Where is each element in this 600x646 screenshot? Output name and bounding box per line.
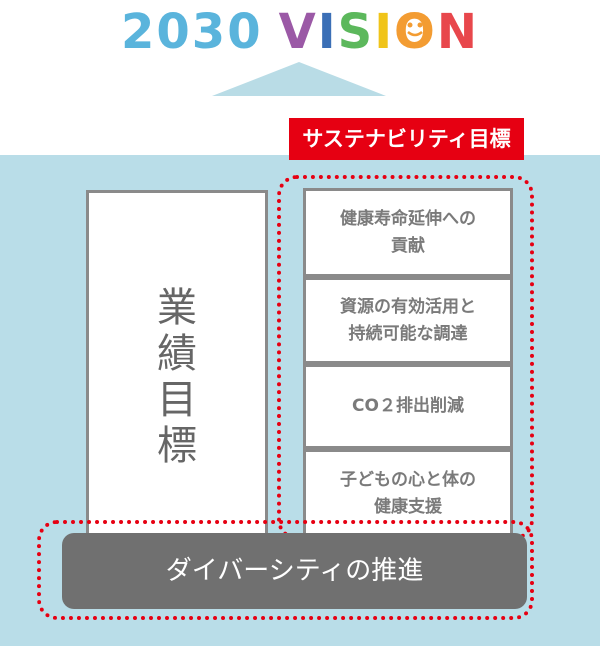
title-char-2: 0 (156, 4, 192, 60)
title-char-n: N (436, 4, 480, 60)
performance-goals-pillar: 業 績 目 標 (86, 190, 268, 560)
title-char-i1: I (317, 4, 338, 60)
goal-resource-procurement: 資源の有効活用と 持続可能な調達 (303, 277, 513, 364)
title-char-4: 0 (227, 4, 263, 60)
goal-co2-reduction: CO２排出削減 (303, 364, 513, 449)
up-arrow-icon (212, 62, 386, 96)
title-char-v: V (278, 4, 318, 60)
diversity-foundation-bar: ダイバーシティの推進 (62, 533, 527, 609)
title-char-i2: I (374, 4, 395, 60)
title-char-o: O (394, 4, 437, 60)
title-char-3: 3 (191, 4, 228, 60)
sustainability-goals-badge: サステナビリティ目標 (289, 118, 524, 160)
goal-health-life-extension: 健康寿命延伸への 貢献 (303, 188, 513, 277)
title-char-o-text: O (394, 4, 437, 60)
title-char-s: S (337, 4, 375, 60)
title-char-1: 2 (120, 4, 157, 60)
performance-goals-label: 業 績 目 標 (157, 285, 197, 469)
smile-face-icon (407, 22, 423, 37)
diversity-group-outline (37, 520, 534, 620)
